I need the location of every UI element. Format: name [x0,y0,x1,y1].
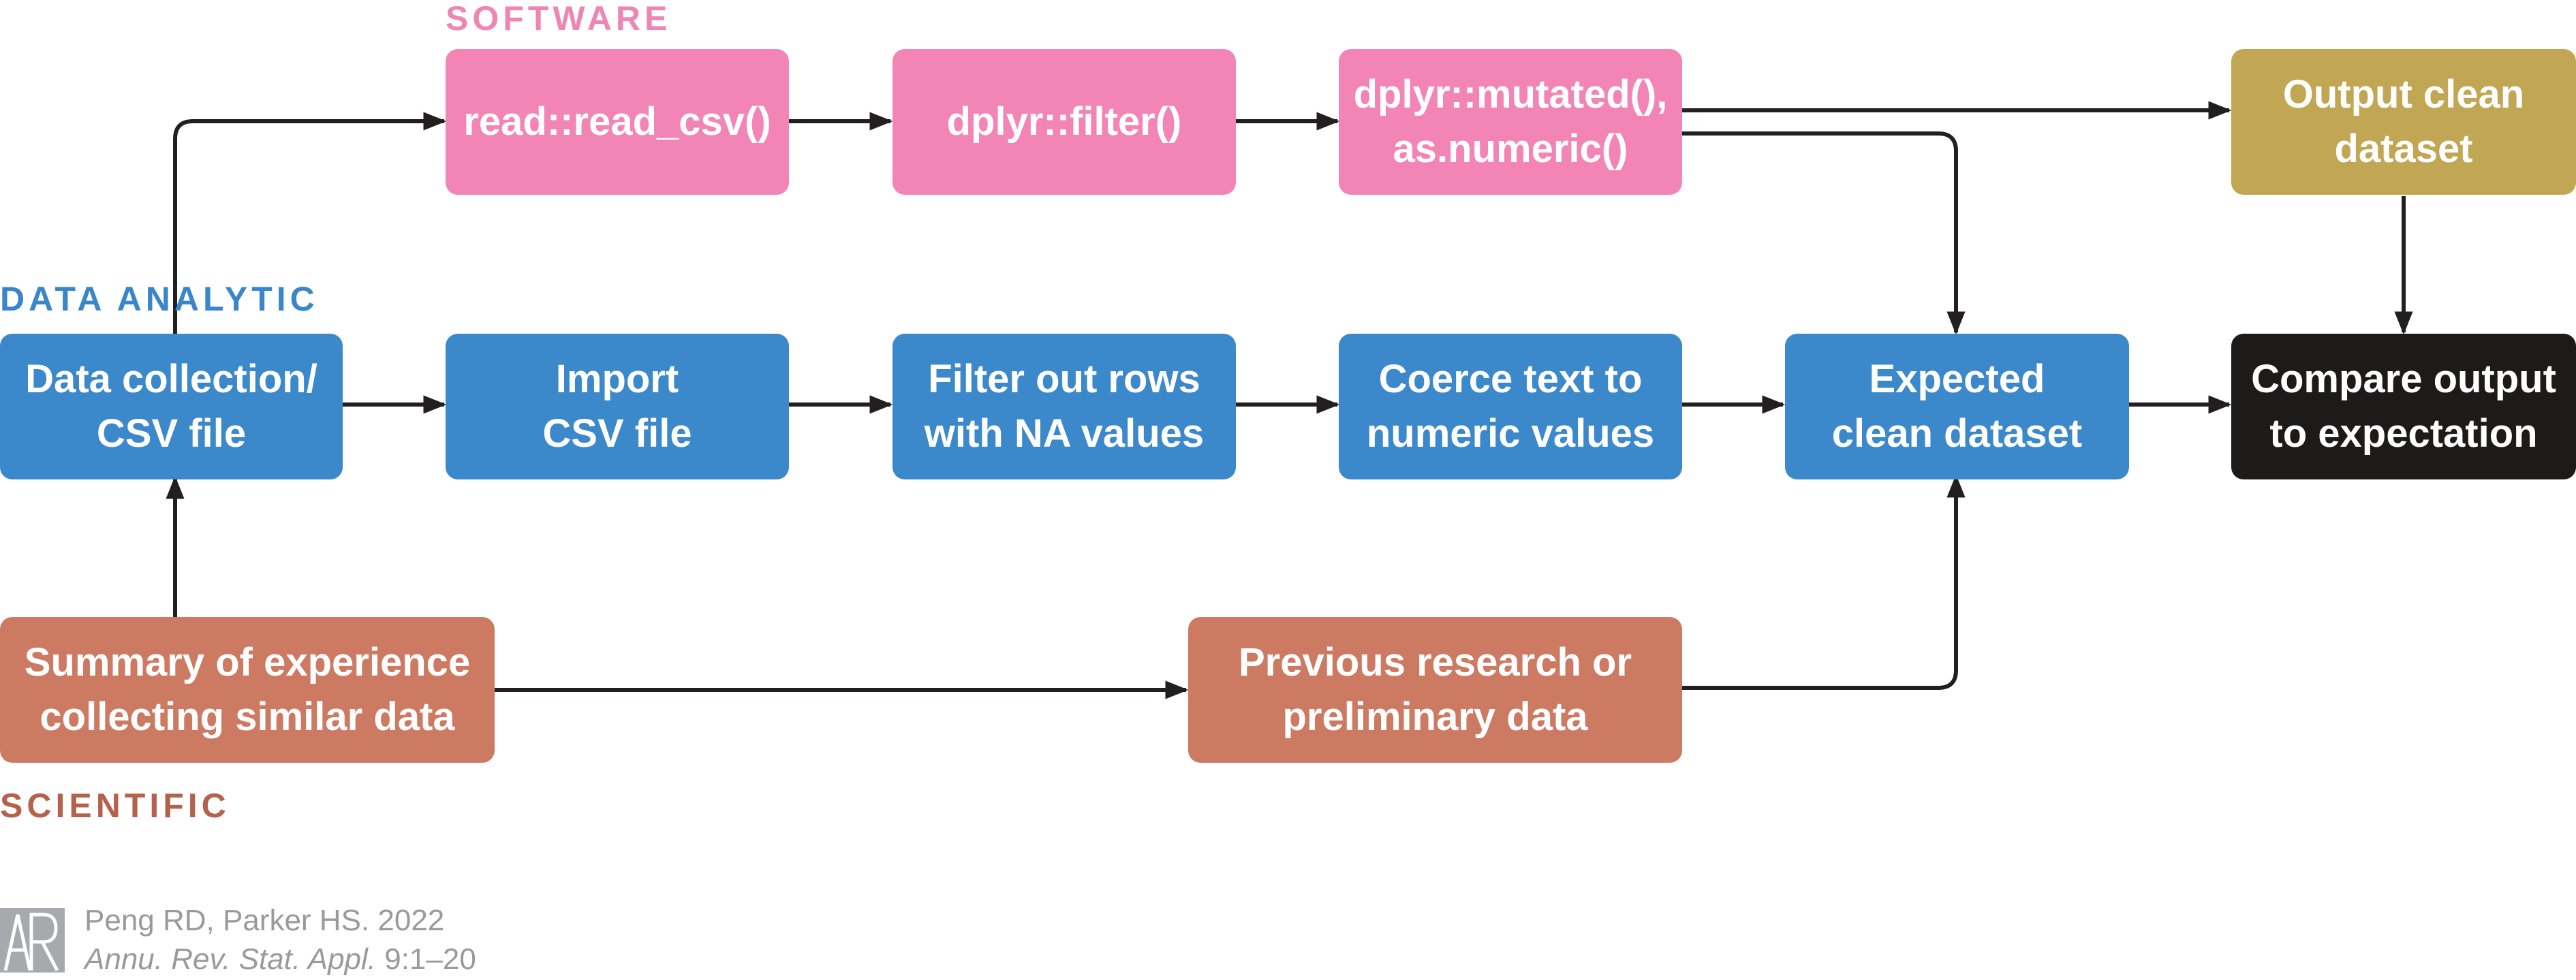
arrow-mutate-to-expected [1682,131,1966,335]
node-dplyr-mutate-label: dplyr::mutated(), as.numeric() [1353,72,1668,171]
lane-label-scientific: SCIENTIFIC [0,787,230,825]
node-import-csv-label: Import CSV file [542,357,692,456]
node-dplyr-mutate: dplyr::mutated(), as.numeric() [1339,49,1682,195]
node-coerce-text-label: Coerce text to numeric values [1366,357,1655,456]
node-coerce-text: Coerce text to numeric values [1339,334,1682,479]
node-data-collection-label: Data collection/ CSV file [25,357,317,456]
node-filter-rows: Filter out rows with NA values [893,334,1236,479]
annual-reviews-logo-icon [0,908,65,973]
citation-journal-name: Annu. Rev. Stat. Appl. [84,943,377,976]
citation-journal: Annu. Rev. Stat. Appl. 9:1–20 [84,945,476,975]
node-summary-experience-label: Summary of experience collecting similar… [24,640,471,739]
node-filter-rows-label: Filter out rows with NA values [924,357,1205,456]
node-output-clean-dataset-label: Output clean dataset [2282,72,2525,171]
node-data-collection: Data collection/ CSV file [0,334,343,479]
node-compare-output-label: Compare output to expectation [2251,357,2556,456]
node-read-csv-label: read::read_csv() [463,99,771,144]
lane-label-data-analytic: DATA ANALYTIC [0,280,319,318]
arrow-previous-to-expected [1682,474,1966,690]
node-output-clean-dataset: Output clean dataset [2231,49,2576,195]
node-dplyr-filter: dplyr::filter() [893,49,1236,195]
citation-authors: Peng RD, Parker HS. 2022 [84,904,445,937]
node-previous-research-label: Previous research or preliminary data [1238,640,1632,739]
node-previous-research: Previous research or preliminary data [1188,617,1682,763]
node-read-csv: read::read_csv() [446,49,789,195]
arrow-data-collection-to-read-csv [173,112,447,334]
lane-label-software: SOFTWARE [446,0,672,37]
node-dplyr-filter-label: dplyr::filter() [946,99,1182,144]
node-summary-experience: Summary of experience collecting similar… [0,617,495,763]
citation-volume-pages: 9:1–20 [376,943,476,976]
node-import-csv: Import CSV file [446,334,789,479]
node-expected-clean-dataset: Expected clean dataset [1785,334,2129,479]
node-expected-clean-dataset-label: Expected clean dataset [1831,357,2083,456]
node-compare-output: Compare output to expectation [2231,334,2576,479]
